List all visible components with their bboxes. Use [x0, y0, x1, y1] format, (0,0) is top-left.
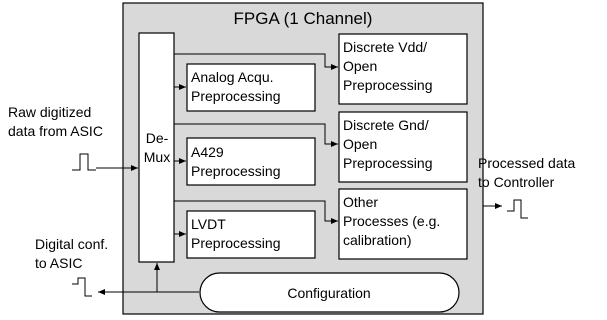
other-processes-label-line1: Other — [343, 194, 378, 210]
digital-conf-label-line2: to ASIC — [35, 255, 82, 271]
discrete-vdd-label-line2: Open — [343, 58, 377, 74]
demux-label-line1: De- — [146, 130, 169, 146]
lvdt-label-line2: Preprocessing — [191, 235, 281, 251]
discrete-gnd-label-line2: Open — [343, 136, 377, 152]
arrow-demux-to-other — [174, 200, 338, 224]
demux-label-line2: Mux — [144, 149, 170, 165]
discrete-gnd-block — [338, 111, 468, 183]
a429-label-line1: A429 — [191, 144, 224, 160]
processed-output-pulse-icon — [507, 199, 528, 219]
raw-input-label-line2: data from ASIC — [8, 123, 103, 139]
other-processes-label-line3: calibration) — [343, 232, 411, 248]
arrow-demux-to-discrete-gnd — [174, 123, 338, 147]
configuration-label: Configuration — [287, 285, 370, 301]
analog-acqu-label-line1: Analog Acqu. — [191, 69, 274, 85]
other-processes-block — [338, 188, 468, 260]
digital-conf-pulse-icon — [72, 277, 92, 297]
discrete-vdd-block — [338, 33, 468, 105]
fpga-title: FPGA (1 Channel) — [234, 9, 373, 28]
arrow-demux-to-discrete-vdd — [174, 53, 338, 70]
analog-acqu-block — [186, 63, 316, 112]
a429-block — [186, 137, 316, 186]
raw-input-label-line1: Raw digitized — [8, 104, 91, 120]
a429-label-line2: Preprocessing — [191, 163, 281, 179]
analog-acqu-label-line2: Preprocessing — [191, 88, 281, 104]
other-processes-label-line2: Processes (e.g. — [343, 213, 440, 229]
discrete-vdd-label-line3: Preprocessing — [343, 77, 433, 93]
discrete-vdd-label-line1: Discrete Vdd/ — [343, 39, 427, 55]
lvdt-label-line1: LVDT — [191, 216, 226, 232]
configuration-block — [199, 272, 460, 313]
lvdt-block — [186, 210, 316, 259]
discrete-gnd-label-line3: Preprocessing — [343, 155, 433, 171]
processed-output-label-line2: to Controller — [478, 174, 555, 190]
raw-input-pulse-icon — [72, 153, 96, 171]
demux-block — [138, 32, 175, 263]
processed-output-label-line1: Processed data — [478, 155, 575, 171]
discrete-gnd-label-line1: Discrete Gnd/ — [343, 117, 429, 133]
digital-conf-label-line1: Digital conf. — [35, 236, 108, 252]
